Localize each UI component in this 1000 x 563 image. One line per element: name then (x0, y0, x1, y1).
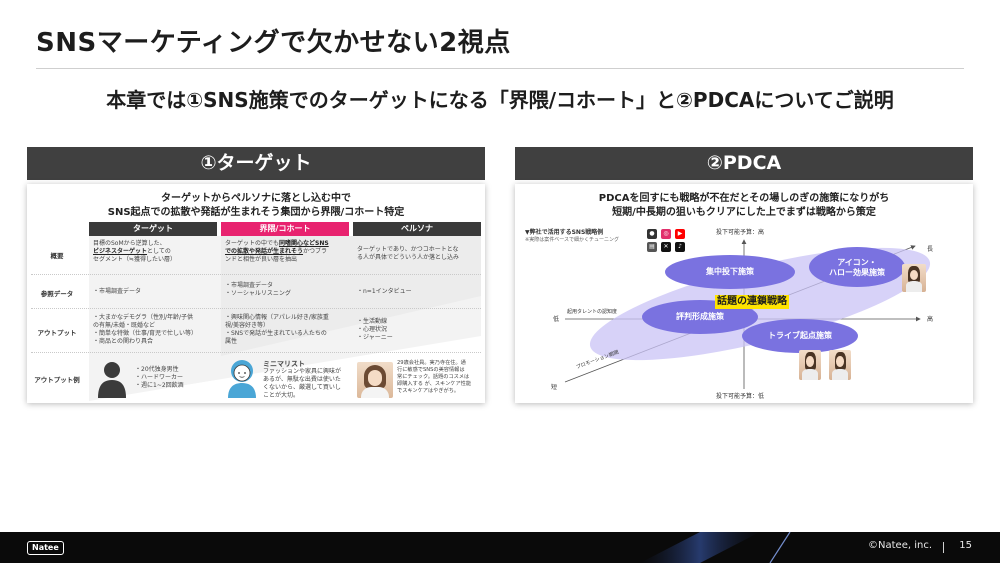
row-label-reference-data: 参照データ (40, 290, 74, 298)
cell-target-example: ・20代独身男性 ・ハードワーカー ・週に1~2回飲酒 (135, 366, 184, 389)
column-header-target: ターゲット (89, 222, 217, 236)
book-icon: ▤ (647, 242, 657, 252)
row-separator (31, 308, 481, 309)
page-number: 15 (959, 540, 972, 551)
slide-subtitle: 本章では①SNS施策でのターゲットになる「界隈/コホート」と②PDCAについてご… (106, 88, 894, 112)
cell-persona-output: ・生活動線 ・心理状況 ・ジャーニー (357, 318, 393, 341)
bubble-tribe: トライブ起点施策 (768, 331, 832, 340)
cell-persona-overview: ターゲットであり、かつコホートとな る人が具体でどういう人か落とし込み (357, 246, 460, 261)
title-divider (36, 68, 964, 69)
target-heading-line2: SNS起点での拡散や発話が生まれそう集団から界隈/コホート特定 (107, 207, 405, 218)
influencer-photo-2 (829, 350, 851, 380)
row-label-output-example: アウトプット例 (34, 376, 80, 384)
slide-title: SNSマーケティングで欠かせない2視点 (36, 28, 511, 58)
center-strategy-label: 話題の連鎖戦略 (715, 295, 789, 309)
column-header-cohort: 界隈/コホート (221, 222, 349, 236)
footer-separator (943, 542, 944, 553)
pdca-panel-body: PDCAを回すにも戦略が不在だとその場しのぎの施策になりがち 短期/中長期の狙い… (515, 184, 973, 403)
case-note: ※実際は案件ベースで細かくチューニング (525, 237, 619, 243)
axis-label-bottom: 投下可能予算：低 (716, 393, 765, 400)
target-panel-body: ターゲットからペルソナに落とし込む中で SNS起点での拡散や発話が生まれそう集団… (27, 184, 485, 403)
sns-app-icon: ● (647, 229, 657, 239)
cell-persona-example: 29歳会社員。実乃寺在住。通 行に敏感でSNSの美容情報は 常にチェック。話題の… (397, 360, 472, 394)
target-panel-header: ①ターゲット (27, 147, 485, 180)
cell-target-output: ・大まかなデモグラ（性別/年齢/子供 の有無/未婚・既婚など ・簡単な特徴（仕事… (93, 314, 198, 345)
cell-cohort-reference: ・市場調査データ ・ソーシャルリスニング (225, 282, 291, 297)
axis-label-low: 低 (553, 316, 560, 323)
bubble-icon-halo: アイコン・ ハロー効果施策 (829, 258, 885, 277)
bubble-concentrated: 集中投下施策 (706, 267, 754, 276)
pdca-heading-line2: 短期/中長期の狙いもクリアにした上でまずは戦略から策定 (612, 207, 876, 218)
row-separator (31, 274, 481, 275)
footer-logo: Natee (27, 541, 64, 555)
instagram-icon: ◎ (661, 229, 671, 239)
row-label-output: アウトプット (37, 329, 77, 337)
axis-label-top: 投下可能予算：高 (716, 229, 765, 236)
cell-cohort-output: ・興味関心情報（アパレル好き/家族重 視/美容好き等） ・SNSで発話が生まれて… (225, 314, 329, 345)
axis-label-short: 短 (551, 384, 558, 391)
cell-target-overview: 目標のSoMから逆算した、 ビジネスターゲットとしての セグメント（≒獲得したい… (93, 240, 177, 263)
youtube-icon: ▶ (675, 229, 685, 239)
x-icon: ✕ (661, 242, 671, 252)
row-label-overview: 概要 (50, 252, 64, 260)
pdca-heading: PDCAを回すにも戦略が不在だとその場しのぎの施策になりがち 短期/中長期の狙い… (515, 192, 973, 220)
funnel-background (89, 236, 481, 401)
axis-label-high: 高 (927, 316, 934, 323)
target-panel: ①ターゲット ターゲットからペルソナに落とし込む中で SNS起点での拡散や発話が… (27, 147, 485, 403)
pdca-panel: ②PDCA PDCAを回すにも戦略が不在だとその場しのぎの施策になりがち 短期/… (515, 147, 973, 403)
target-heading-line1: ターゲットからペルソナに落とし込む中で (161, 193, 351, 204)
column-header-persona: ペルソナ (353, 222, 481, 236)
axis-label-talent: 起用タレントの認知度 (567, 309, 618, 315)
footer-copyright: ©Natee, inc. (868, 540, 932, 551)
cell-persona-reference: ・n=1インタビュー (357, 288, 412, 295)
person-silhouette-icon (98, 362, 126, 398)
tiktok-icon: ♪ (675, 242, 685, 252)
footer-bar: Natee ©Natee, inc. 15 (0, 532, 1000, 563)
strategy-diagram (564, 239, 931, 389)
target-heading: ターゲットからペルソナに落とし込む中で SNS起点での拡散や発話が生まれそう集団… (27, 192, 485, 220)
bubble-reputation: 評判形成施策 (676, 312, 724, 321)
pdca-heading-line1: PDCAを回すにも戦略が不在だとその場しのぎの施策になりがち (598, 193, 890, 204)
case-label: ▼弊社で活用するSNS戦略例 (525, 229, 604, 236)
persona-photo (357, 362, 393, 398)
row-separator (31, 352, 481, 353)
influencer-photo-1 (799, 350, 821, 380)
footer-decoration (640, 532, 791, 563)
cell-target-reference: ・市場調査データ (93, 288, 142, 295)
woman-illustration-icon (228, 360, 256, 398)
axis-label-long: 長 (927, 246, 934, 253)
talent-photo (902, 264, 926, 292)
cell-cohort-example: ミニマリスト ファッションや家具に興味が あるが、無駄な出費は使いた くないから… (263, 360, 342, 399)
cell-cohort-overview: ターゲットの中でも同嗜関心などSNS での拡散や発話が生まれそうかつブラ ンドと… (225, 240, 329, 263)
pdca-panel-header: ②PDCA (515, 147, 973, 180)
